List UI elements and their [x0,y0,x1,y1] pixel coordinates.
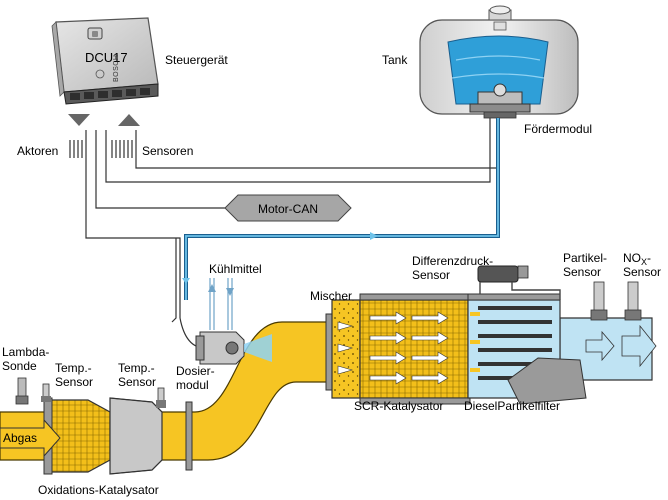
label-partikel-1: Partikel- [563,251,607,265]
nox-sensor [624,281,642,321]
label-lambda-2: Sonde [2,359,37,373]
urea-pipe [182,118,500,300]
label-differenzdruck-1: Differenzdruck- [412,254,493,268]
flange [185,401,193,471]
diesel-particulate-filter [467,293,587,405]
label-sensoren: Sensoren [142,144,193,158]
label-temp2-2: Sensor [118,375,156,389]
label-nox-2: Sensor [623,265,661,279]
label-aktoren: Aktoren [17,144,58,158]
temp-sensor-2 [156,387,166,408]
label-temp2-1: Temp.- [118,361,155,375]
temp-sensor-1 [41,383,51,402]
label-differenzdruck-2: Sensor [412,268,450,282]
label-nox-1: NOX- [623,251,651,267]
dcu-name: DCU17 [85,50,128,65]
label-foerdermodul: Fördermodul [524,122,592,136]
abgas-arrow: Abgas [0,418,61,458]
label-steuergeraet: Steuergerät [165,53,228,67]
label-tank: Tank [382,53,408,67]
control-unit: DCU17 BOSCH [51,17,159,105]
label-lambda-1: Lambda- [2,345,49,359]
lambda-probe [15,377,29,405]
motor-can-badge: Motor-CAN [224,194,352,222]
dosing-module [195,331,272,365]
label-scr-katalysator: SCR-Katalysator [354,399,443,413]
label-mischer: Mischer [310,289,352,303]
flange [325,313,333,391]
label-abgas: Abgas [3,431,37,445]
label-dieselpartikelfilter: DieselPartikelfilter [464,399,560,413]
flow-arrow-icon [370,232,378,240]
particle-sensor [590,281,608,321]
flow-arrows-clean [585,324,657,368]
scr-catalyst [331,293,471,405]
label-dosier-2: modul [176,378,209,392]
label-temp1-1: Temp.- [55,361,92,375]
tank [419,5,579,115]
label-partikel-2: Sensor [563,265,601,279]
flow-arrows-scr [337,311,449,385]
aktoren-arrow-icon [68,114,90,126]
differential-pressure-sensor [477,265,561,300]
oxidation-catalyst [43,397,163,475]
coolant-lines [208,278,234,330]
bosch-logo-icon [95,69,105,79]
label-temp1-2: Sensor [55,375,93,389]
label-oxidations-katalysator: Oxidations-Katalysator [38,483,159,497]
sensoren-arrow-icon [118,114,140,126]
wire-bundles [69,108,498,349]
supply-module [469,83,531,119]
connector-pins [70,88,150,100]
flow-arrow-icon [182,278,190,284]
dcu-brand: BOSCH [113,55,120,82]
label-kuehlmittel: Kühlmittel [209,262,262,276]
label-dosier-1: Dosier- [176,364,215,378]
label-motor-can: Motor-CAN [258,202,318,216]
